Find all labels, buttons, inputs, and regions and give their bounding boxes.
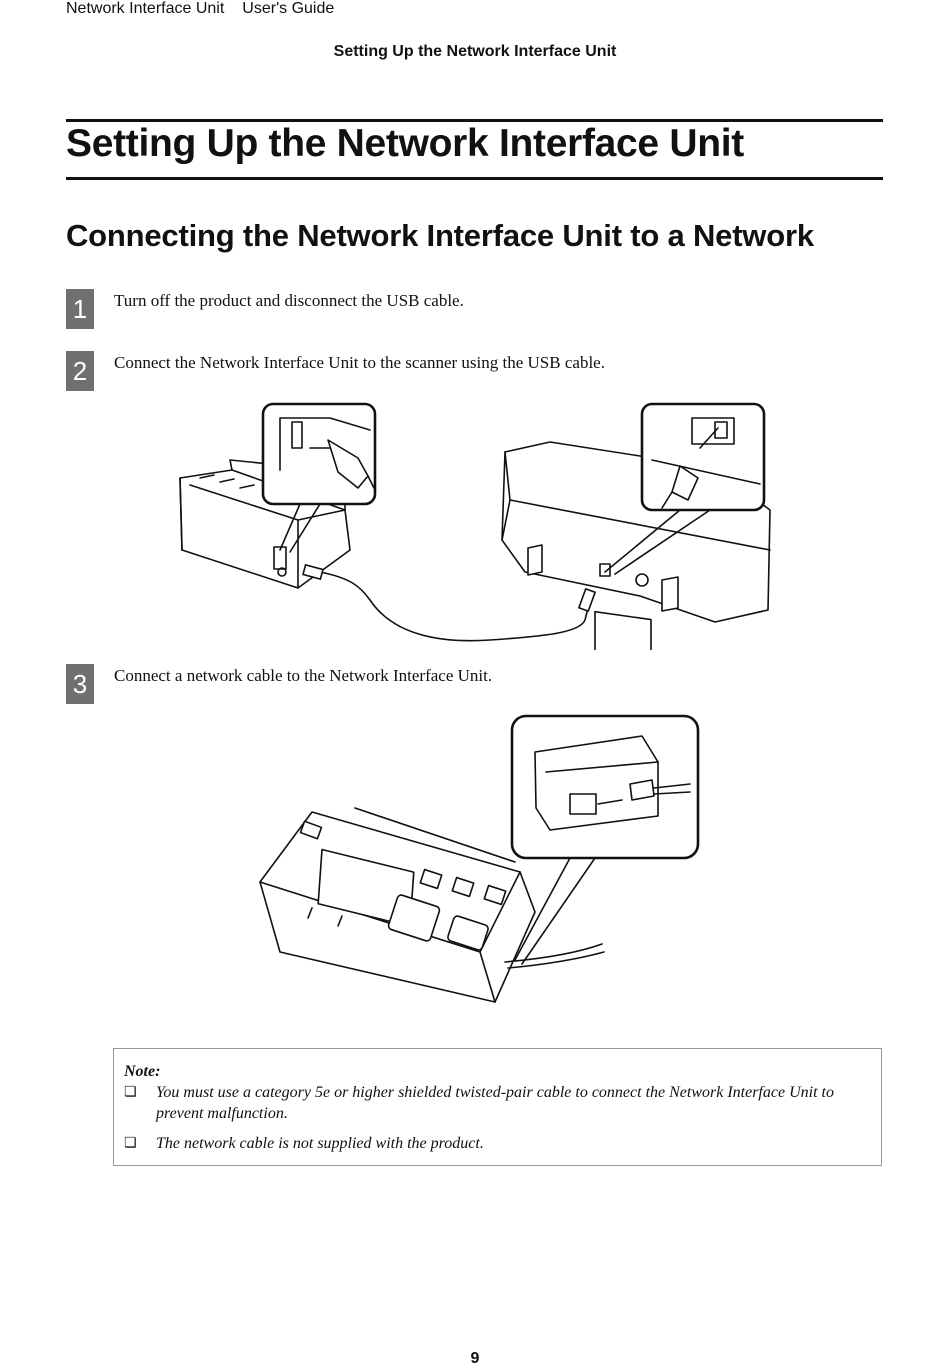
section-header: Setting Up the Network Interface Unit	[333, 43, 617, 60]
section-title: Connecting the Network Interface Unit to…	[66, 218, 814, 253]
step-2-text: Connect the Network Interface Unit to th…	[114, 353, 605, 372]
title-bottom-rule	[66, 177, 883, 180]
usb-cable	[319, 571, 591, 642]
chapter-title: Setting Up the Network Interface Unit	[66, 122, 744, 165]
network-unit	[259, 807, 536, 1003]
running-header: Network Interface Unit User's Guide	[66, 0, 352, 18]
note-item-2: The network cable is not supplied with t…	[156, 1135, 484, 1152]
note-item-1-line1: You must use a category 5e or higher shi…	[156, 1084, 834, 1101]
doc-title: Network Interface Unit	[66, 0, 225, 17]
step-3-text: Connect a network cable to the Network I…	[114, 666, 493, 685]
step-2-number: 2	[66, 351, 94, 391]
step-3-number: 3	[66, 664, 94, 704]
title-top-rule	[66, 119, 883, 122]
note-bullet-2: ❏	[124, 1135, 137, 1151]
note-box	[113, 1048, 882, 1166]
usb-port-callout-left	[261, 402, 377, 553]
usb-port-callout-right	[604, 402, 766, 575]
network-cable	[504, 943, 603, 963]
network-connection-illustration	[259, 714, 700, 1003]
guide-label: User's Guide	[242, 0, 335, 17]
lan-port-callout	[510, 714, 700, 965]
step-1-number: 1	[66, 289, 94, 329]
usb-connection-illustration	[179, 402, 771, 650]
note-bullet-1: ❏	[124, 1084, 137, 1100]
note-item-1-line2: prevent malfunction.	[156, 1105, 288, 1122]
note-title: Note:	[124, 1063, 161, 1080]
note-item-1: You must use a category 5e or higher shi…	[156, 1082, 871, 1124]
page-number: 9	[470, 1350, 480, 1367]
step-1-text: Turn off the product and disconnect the …	[114, 291, 464, 310]
